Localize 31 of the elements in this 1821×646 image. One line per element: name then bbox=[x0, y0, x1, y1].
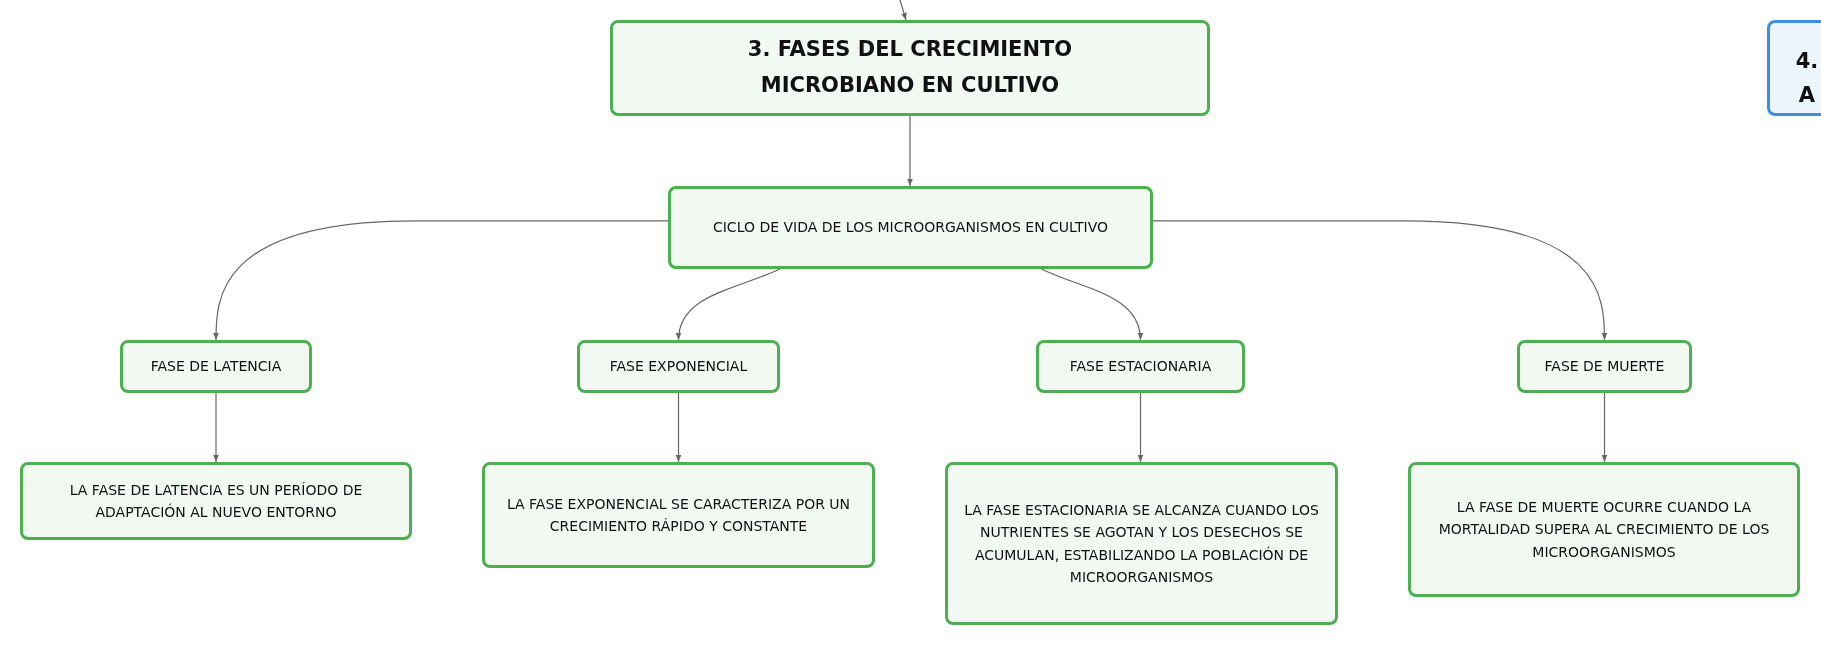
connector-arrow bbox=[1152, 220, 1608, 341]
topic-text: LA FASE DE LATENCIA ES UN PERÍODO DE ADAPTACIÓN AL NUEVO ENTORNO bbox=[68, 480, 364, 522]
topic-box bbox=[1036, 340, 1245, 393]
topic-text: FASE DE LATENCIA bbox=[150, 357, 282, 377]
topic-text: FASE DE MUERTE bbox=[1544, 357, 1665, 377]
topic-box bbox=[668, 186, 1153, 269]
topic-text: FASE ESTACIONARIA bbox=[1069, 357, 1212, 377]
connector-arrow bbox=[1040, 268, 1143, 341]
topic-box bbox=[577, 340, 780, 393]
topic-box bbox=[1408, 462, 1800, 597]
topic-box bbox=[610, 20, 1210, 116]
topic-text: CICLO DE VIDA DE LOS MICROORGANISMOS EN CULTIVO bbox=[712, 218, 1109, 238]
connector-arrow bbox=[1137, 392, 1144, 463]
topic-text: LA FASE EXPONENCIAL SE CARACTERIZA POR UN CRECIMIENTO RÁPIDO Y CONSTANTE bbox=[505, 494, 852, 536]
connector-arrow bbox=[899, 0, 907, 21]
topic-box bbox=[20, 462, 412, 540]
topic-box bbox=[1517, 340, 1692, 393]
topic-text: LA FASE ESTACIONARIA SE ALCANZA CUANDO LOS NUTRIENTES SE AGOTAN Y LOS DESECHOS SE ACUMULAN, ESTABILIZANDO LA POBLACIÓN DE MICROORGANISMOS bbox=[963, 500, 1320, 587]
connector-arrow bbox=[213, 392, 219, 463]
connector-arrow bbox=[675, 392, 682, 463]
topic-box bbox=[482, 462, 875, 568]
topic-text: FASE EXPONENCIAL bbox=[609, 357, 748, 377]
connector-arrow bbox=[1601, 392, 1608, 463]
topic-box bbox=[120, 340, 312, 393]
connector-arrow bbox=[676, 268, 781, 341]
topic-box bbox=[945, 462, 1338, 625]
connector-arrow bbox=[907, 115, 913, 187]
topic-title: 3. FASES DEL CRECIMIENTO MICROBIANO EN CULTIVO bbox=[746, 36, 1074, 99]
topic-text: LA FASE DE MUERTE OCURRE CUANDO LA MORTALIDAD SUPERA AL CRECIMIENTO DE LOS MICROORGANISMOS bbox=[1437, 497, 1771, 562]
topic-title: 4. A bbox=[1794, 48, 1820, 109]
connector-arrow bbox=[213, 220, 669, 341]
